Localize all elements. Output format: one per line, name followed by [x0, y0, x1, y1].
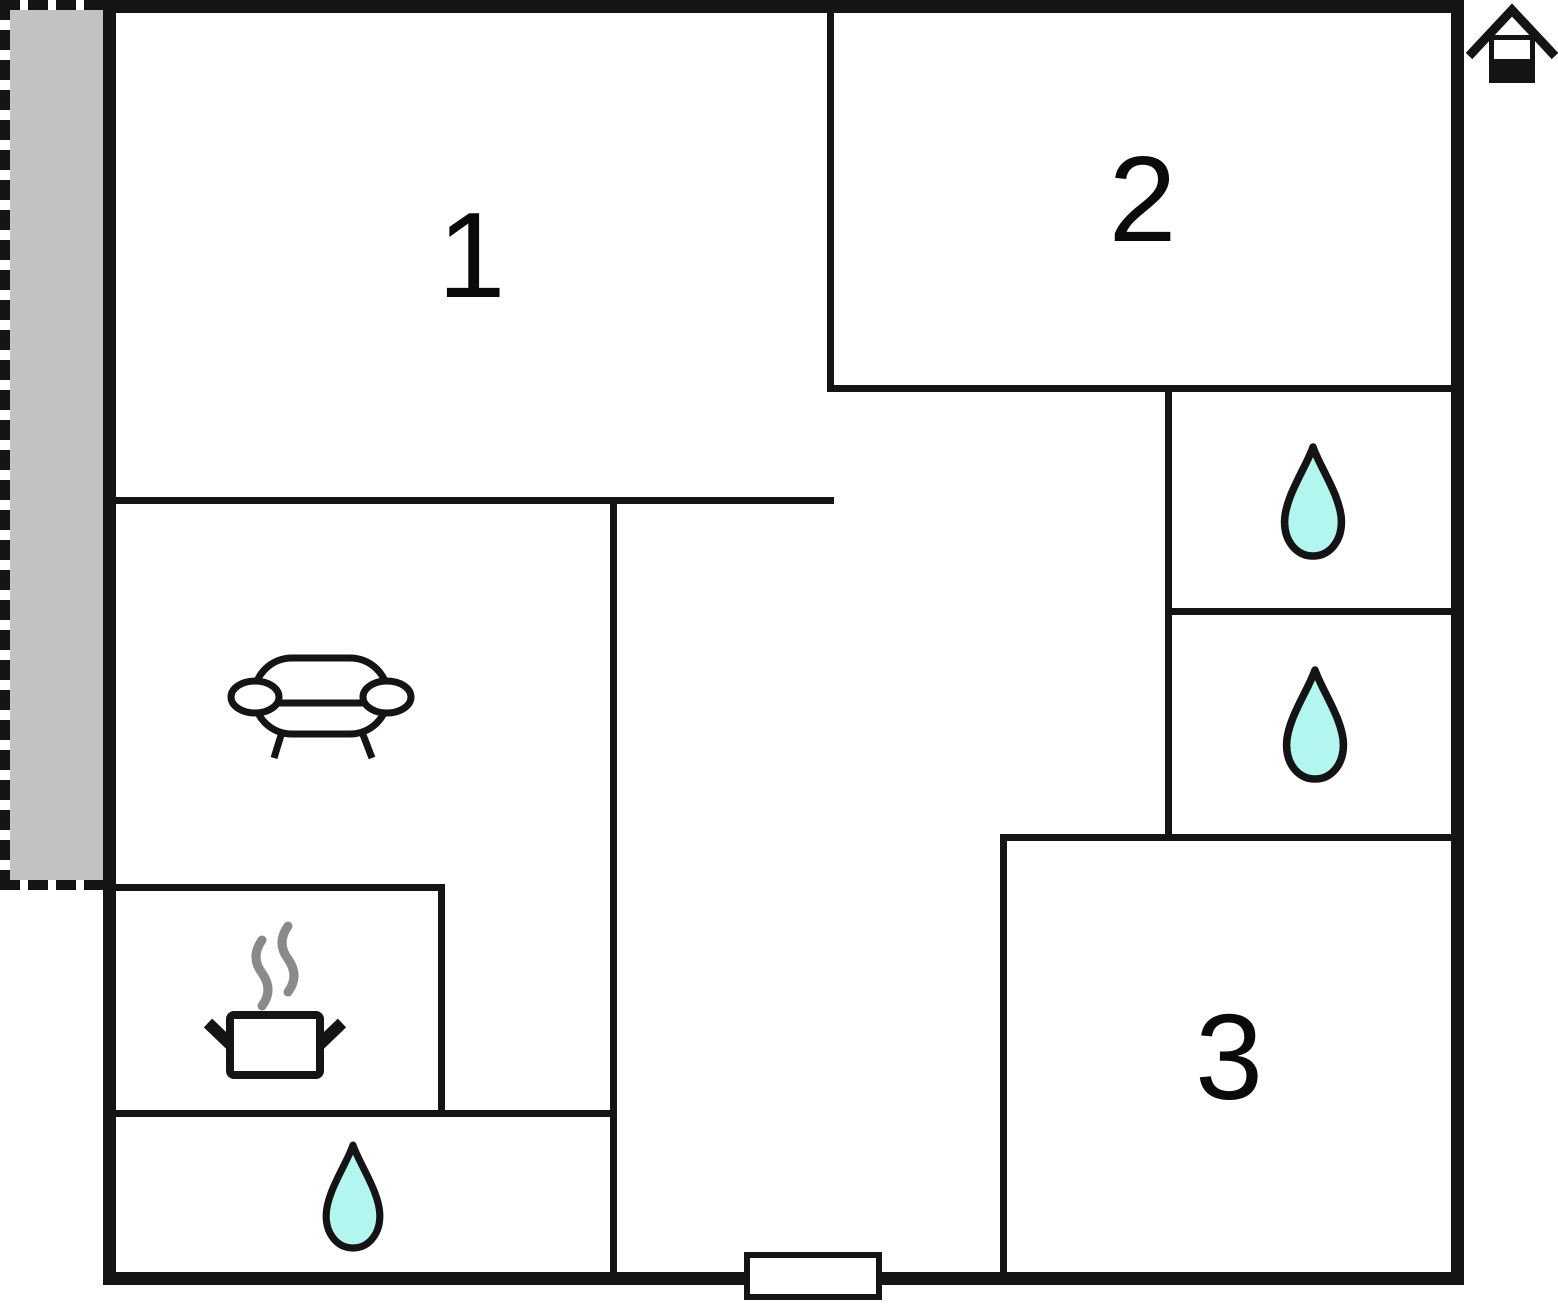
wall-room2-south — [827, 385, 1451, 392]
terrace-area — [0, 0, 104, 890]
room-3: 3 — [1007, 841, 1451, 1272]
wall-room3-west — [1000, 841, 1007, 1272]
wall-washroom-north — [116, 1110, 617, 1117]
wall-kitchen-north — [116, 884, 445, 891]
room-2-label: 2 — [1108, 131, 1177, 267]
house-icon — [1465, 3, 1558, 83]
room-2: 2 — [834, 13, 1451, 385]
water-drop-icon — [1280, 443, 1346, 560]
steam-icon — [251, 921, 299, 1011]
wall-room1-room2-divider — [827, 13, 834, 392]
outer-walls — [103, 0, 1464, 1285]
wall-bathrooms-divider — [1165, 608, 1451, 615]
wall-kitchen-east — [438, 891, 445, 1117]
sofa-icon — [227, 654, 415, 760]
cooking-pot-icon — [203, 921, 347, 1079]
room-1: 1 — [116, 13, 827, 497]
water-drop-icon — [322, 1141, 384, 1252]
room-1-label: 1 — [437, 187, 506, 323]
wall-room3-north — [1000, 834, 1451, 841]
water-drop-icon — [1282, 666, 1348, 783]
wall-bathrooms-west — [1165, 392, 1172, 841]
door-marker — [744, 1252, 882, 1300]
wall-hallway-west — [610, 497, 617, 1272]
wall-room1-south — [116, 497, 834, 504]
room-3-label: 3 — [1195, 988, 1263, 1125]
